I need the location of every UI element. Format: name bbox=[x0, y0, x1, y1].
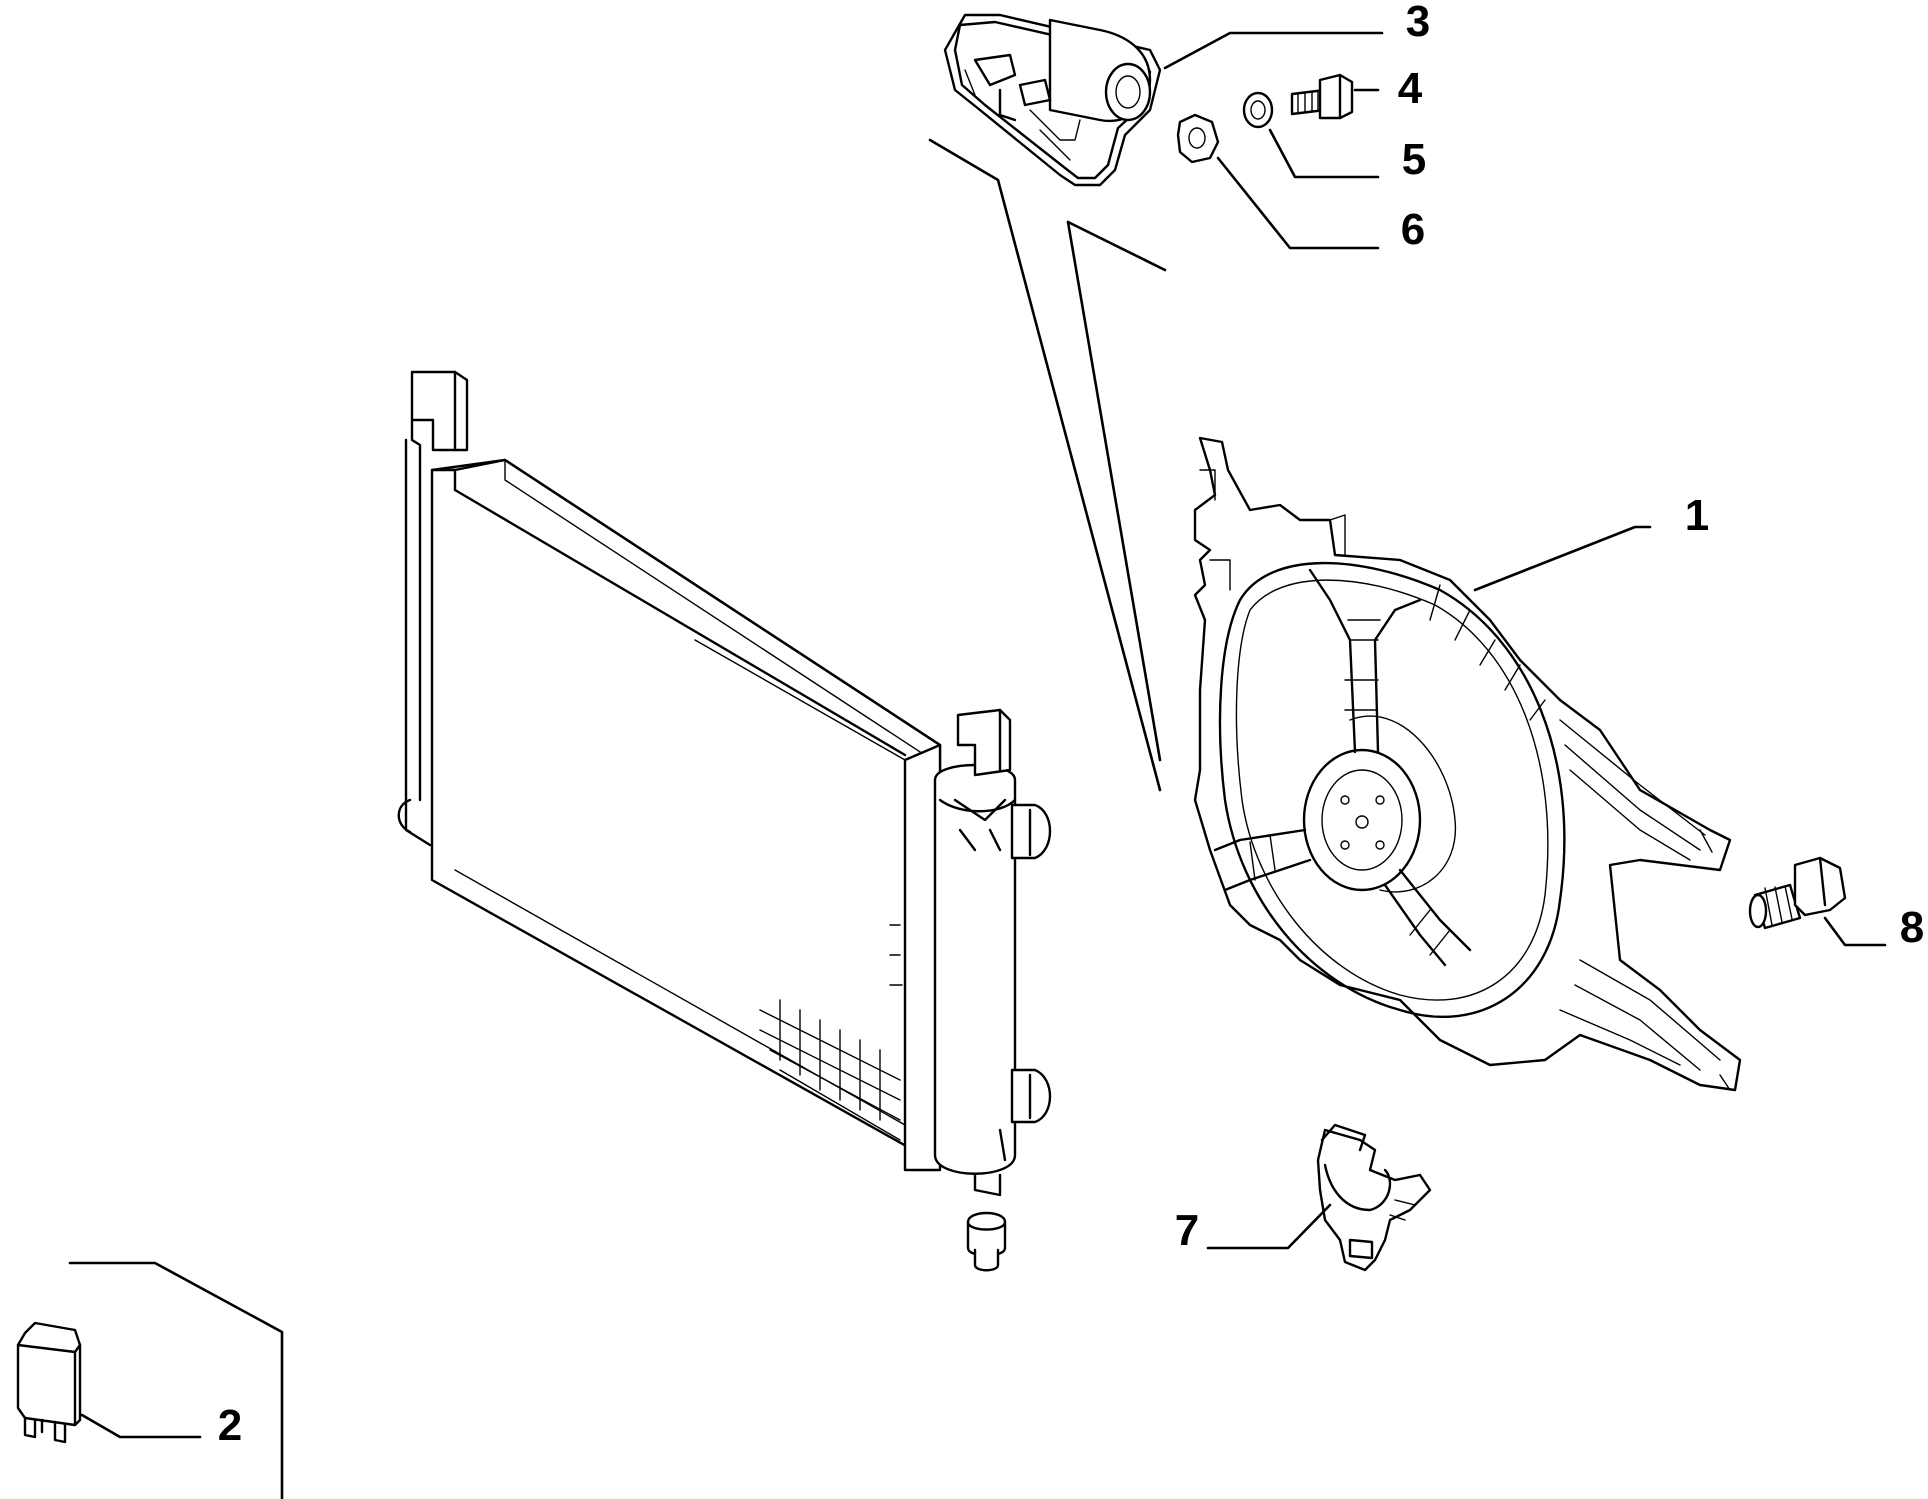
nut[interactable] bbox=[1176, 113, 1220, 164]
leader-lines bbox=[80, 31, 1887, 1439]
clip[interactable] bbox=[1316, 1123, 1432, 1272]
radiator[interactable] bbox=[397, 370, 1052, 1272]
callout-8: 8 bbox=[1900, 903, 1924, 952]
callout-5: 5 bbox=[1402, 135, 1426, 184]
resistor[interactable] bbox=[943, 13, 1162, 187]
radiator-core bbox=[430, 458, 942, 1167]
fan-hub bbox=[1302, 748, 1422, 892]
callout-labels: 1 2 3 4 5 6 7 8 bbox=[218, 0, 1924, 1450]
callout-3: 3 bbox=[1406, 0, 1430, 46]
radiator-right-tank bbox=[903, 708, 1052, 1197]
callout-7: 7 bbox=[1175, 1206, 1199, 1255]
callout-6: 6 bbox=[1401, 205, 1425, 254]
washer[interactable] bbox=[1242, 91, 1274, 129]
screw[interactable] bbox=[1290, 73, 1354, 120]
bolt[interactable] bbox=[1748, 856, 1847, 930]
fan-shroud[interactable] bbox=[1193, 436, 1742, 1092]
callout-4: 4 bbox=[1398, 64, 1423, 113]
radiator-left-tank bbox=[397, 370, 469, 847]
relay[interactable] bbox=[16, 1321, 82, 1444]
callout-1: 1 bbox=[1685, 491, 1709, 540]
assembly-guide-lines bbox=[68, 138, 1167, 1499]
callout-2: 2 bbox=[218, 1401, 242, 1450]
drain-plug bbox=[966, 1211, 1007, 1272]
